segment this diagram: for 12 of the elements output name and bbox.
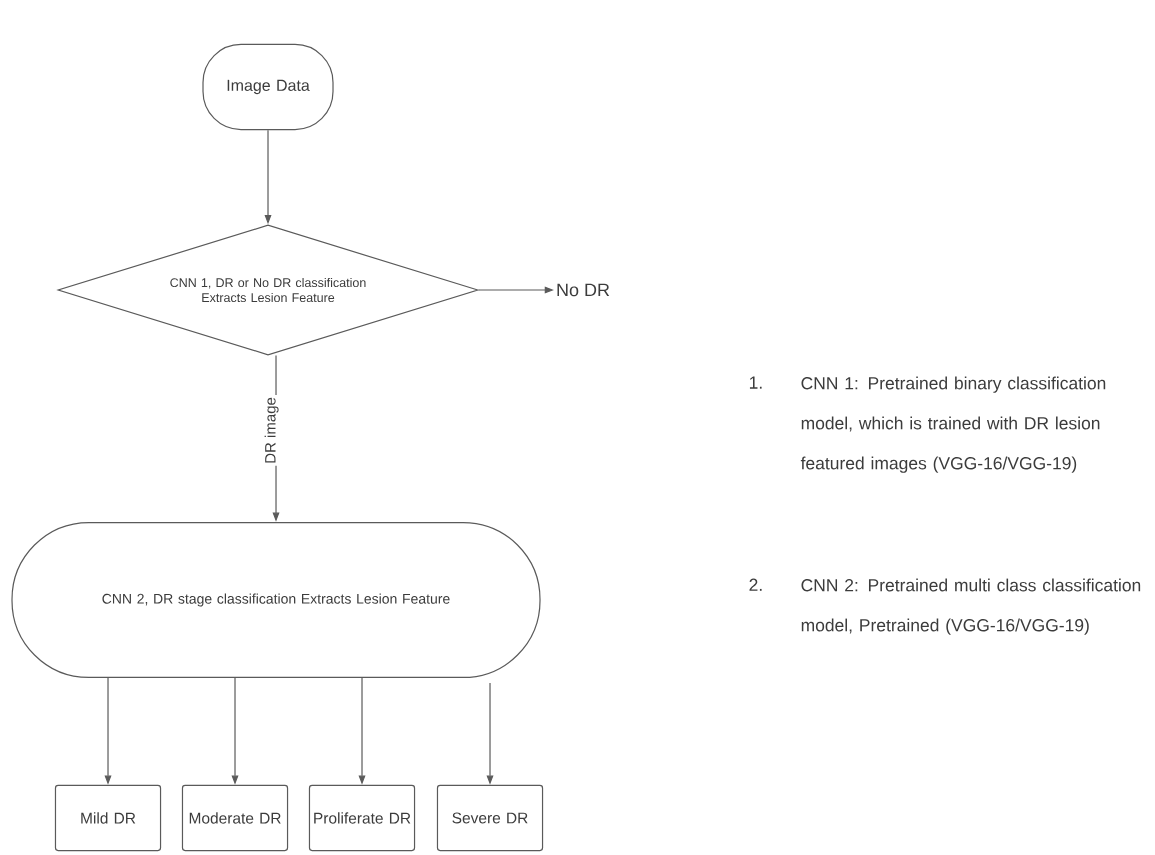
list-item: CNN 1: Pretrained binary classification model, which is trained with DR lesion featured images (VGG-16/VGG-19): [800, 376, 1106, 473]
outcome-text: No DR: [557, 283, 610, 297]
list-number: 1.: [749, 376, 762, 389]
start-terminal: Image Data: [202, 43, 334, 131]
class-box: Mild DR: [54, 784, 162, 852]
class-box: Severe DR: [436, 784, 544, 852]
list-item: CNN 2: Pretrained multi class classification model, Pretrained (VGG-16/VGG-19): [801, 578, 1141, 635]
list-number: 2.: [749, 578, 762, 591]
process-terminal: CNN 2, DR stage classification Extracts Lesion Feature: [11, 521, 541, 679]
class-box: Moderate DR: [181, 784, 289, 852]
class-box: Proliferate DR: [308, 784, 416, 852]
edge-label: DR image: [262, 395, 281, 466]
